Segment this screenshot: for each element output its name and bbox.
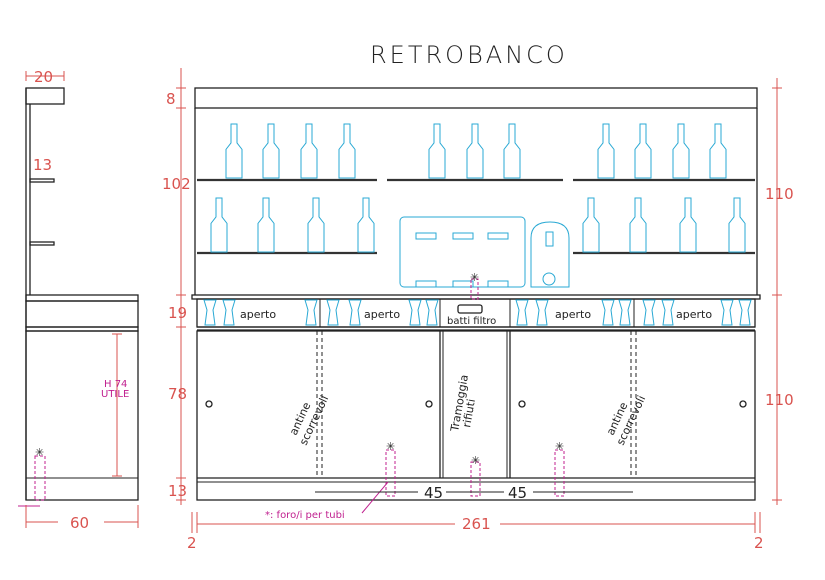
bottles-group	[210, 123, 746, 253]
dim-right-lower: 110	[765, 391, 794, 409]
pipe-hole-left	[385, 449, 396, 497]
machine-slot	[487, 232, 509, 240]
door-label-center-2: rifiuti	[460, 398, 478, 429]
plinth-gap-right: 45	[508, 484, 527, 502]
bottle-icon	[262, 123, 280, 179]
dim-top-depth: 20	[34, 68, 53, 86]
glass-icon	[720, 299, 734, 326]
door-knob[interactable]	[425, 400, 433, 408]
glass-icon	[348, 299, 362, 326]
filter-pipe	[470, 278, 479, 300]
glasses-group	[203, 299, 752, 326]
filter-label: batti filtro	[447, 316, 496, 327]
glass-icon	[618, 299, 632, 326]
coffee-machine	[399, 216, 526, 288]
bottle-icon	[679, 197, 697, 253]
glass-icon	[408, 299, 422, 326]
bottle-icon	[629, 197, 647, 253]
inner-height-note: UTILE	[101, 389, 129, 400]
side-cabinet	[25, 330, 139, 501]
machine-slot	[415, 280, 437, 288]
pipe-hole-center	[470, 461, 481, 497]
filter-pipe-marker: ✳	[470, 271, 479, 284]
dim-left-cabinet: 78	[168, 385, 187, 403]
bottle-icon	[428, 123, 446, 179]
bottle-icon	[300, 123, 318, 179]
front-cabinet	[196, 330, 756, 501]
door-knob[interactable]	[205, 400, 213, 408]
rack-label-3: aperto	[555, 308, 591, 321]
glass-icon	[535, 299, 549, 326]
dim-left-shelves: 102	[162, 175, 191, 193]
dim-total-width: 261	[462, 515, 491, 533]
drawing-title: RETROBANCO	[370, 41, 568, 69]
bottle-icon	[225, 123, 243, 179]
glass-icon	[515, 299, 529, 326]
pipe-marker: ✳	[555, 440, 564, 453]
plinth-gap-left: 45	[424, 484, 443, 502]
rack-label-4: aperto	[676, 308, 712, 321]
inner-height-label: H 74	[104, 379, 127, 390]
bottle-icon	[210, 197, 228, 253]
coffee-grinder	[530, 221, 570, 288]
door-knob[interactable]	[518, 400, 526, 408]
dim-left-plinth: 13	[168, 482, 187, 500]
dim-right-upper: 110	[765, 185, 794, 203]
bottle-icon	[257, 197, 275, 253]
dim-left-rack: 19	[168, 304, 187, 322]
glass-icon	[326, 299, 340, 326]
machine-slot	[415, 232, 437, 240]
pipe-marker: ✳	[471, 454, 480, 467]
grinder-knob	[542, 272, 556, 286]
pipe-marker: ✳	[386, 440, 395, 453]
side-glass-rack	[25, 300, 139, 328]
bottle-icon	[634, 123, 652, 179]
side-pipe-marker: ✳	[35, 446, 44, 459]
bottle-icon	[338, 123, 356, 179]
bottle-icon	[503, 123, 521, 179]
machine-slot	[452, 280, 474, 288]
glass-icon	[601, 299, 615, 326]
dim-edge-right: 2	[754, 534, 764, 552]
glass-icon	[222, 299, 236, 326]
glass-icon	[661, 299, 675, 326]
side-view: 20 13 H 74 UTILE ✳ 60	[18, 68, 139, 532]
footnote: *: foro/i per tubi	[265, 510, 345, 521]
bottle-icon	[466, 123, 484, 179]
side-shelf-upper	[29, 178, 55, 183]
filter-knock-box	[457, 304, 483, 314]
bottle-icon	[357, 197, 375, 253]
glass-icon	[304, 299, 318, 326]
glass-icon	[203, 299, 217, 326]
dim-left-cornice: 8	[166, 90, 176, 108]
bottle-icon	[709, 123, 727, 179]
rack-label-1: aperto	[240, 308, 276, 321]
dim-shelf-depth: 13	[33, 156, 52, 174]
bottle-icon	[307, 197, 325, 253]
door-knob[interactable]	[739, 400, 747, 408]
pipe-leader	[361, 481, 389, 514]
machine-slot	[452, 232, 474, 240]
dim-total-depth: 60	[70, 514, 89, 532]
bottle-icon	[728, 197, 746, 253]
front-cornice	[194, 87, 758, 109]
side-counter-top	[25, 294, 139, 302]
side-shelf-lower	[29, 241, 55, 246]
side-pipe-hole	[34, 455, 46, 501]
bottle-icon	[582, 197, 600, 253]
glass-icon	[425, 299, 439, 326]
machine-slot	[487, 280, 509, 288]
front-view: aperto aperto aperto aperto batti filtro…	[162, 68, 794, 552]
bottle-icon	[672, 123, 690, 179]
rack-label-2: aperto	[364, 308, 400, 321]
glass-icon	[642, 299, 656, 326]
bottle-icon	[597, 123, 615, 179]
side-top-cap	[25, 87, 65, 105]
grinder-window	[545, 231, 554, 247]
glass-icon	[738, 299, 752, 326]
pipe-hole-right	[554, 449, 565, 497]
dim-edge-left: 2	[187, 534, 197, 552]
